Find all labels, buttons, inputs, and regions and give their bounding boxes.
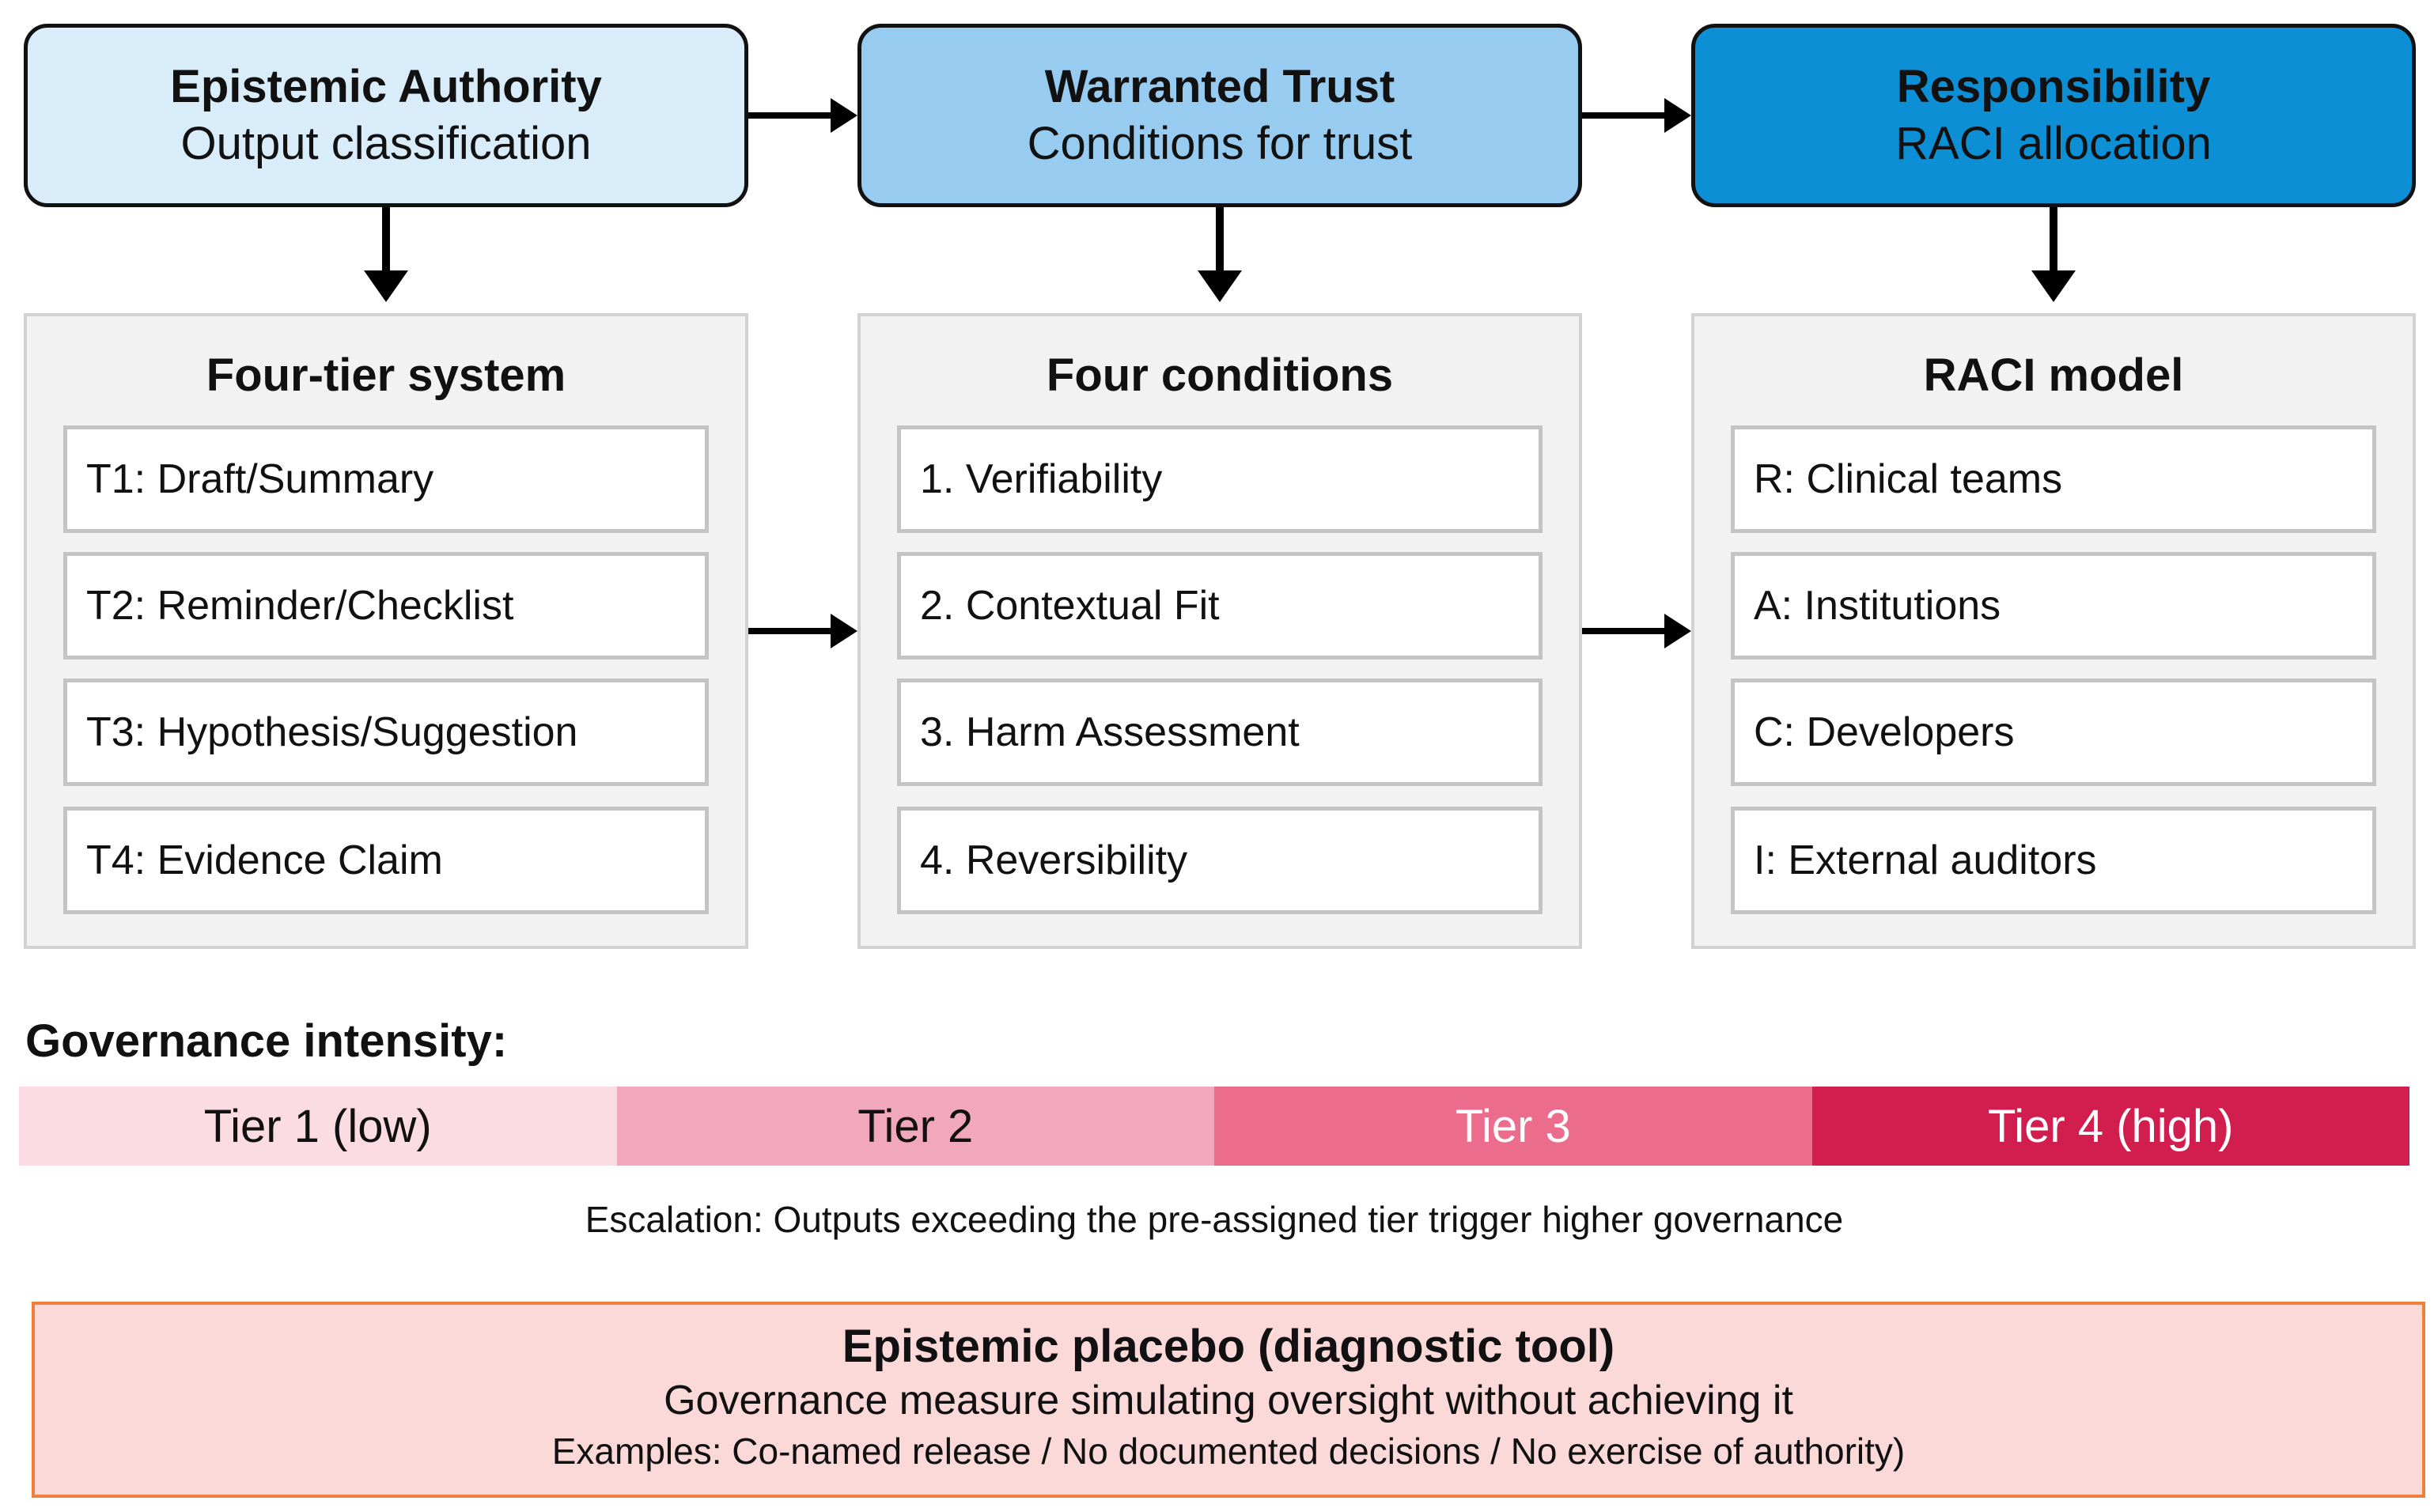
arrow-down	[1198, 207, 1242, 302]
panel-title: Four-tier system	[206, 350, 566, 401]
list-item: R: Clinical teams	[1731, 425, 2376, 533]
arrow-right	[748, 98, 857, 133]
tier-segment-4: Tier 4 (high)	[1811, 1087, 2409, 1166]
tier-segment-2: Tier 2	[616, 1087, 1214, 1166]
list-item: A: Institutions	[1731, 552, 2376, 660]
governance-intensity-label: Governance intensity:	[25, 1015, 508, 1067]
pillar-responsibility: Responsibility RACI allocation	[1691, 24, 2416, 207]
pillar-title: Epistemic Authority	[170, 61, 602, 112]
pillar-subtitle: Conditions for trust	[1027, 118, 1413, 169]
arrow-right	[748, 614, 857, 648]
placebo-title: Epistemic placebo (diagnostic tool)	[842, 1321, 1615, 1372]
pillar-epistemic-authority: Epistemic Authority Output classificatio…	[24, 24, 748, 207]
arrow-down	[2031, 207, 2076, 302]
list-item: T1: Draft/Summary	[63, 425, 709, 533]
pillar-subtitle: RACI allocation	[1895, 118, 2212, 169]
list-item: 3. Harm Assessment	[897, 679, 1543, 786]
tier-segment-1: Tier 1 (low)	[19, 1087, 617, 1166]
tier-scale: Tier 1 (low) Tier 2 Tier 3 Tier 4 (high)	[19, 1087, 2409, 1166]
panel-raci-model: RACI model R: Clinical teams A: Institut…	[1691, 313, 2416, 949]
list-item: 2. Contextual Fit	[897, 552, 1543, 660]
list-item: T2: Reminder/Checklist	[63, 552, 709, 660]
pillar-title: Warranted Trust	[1044, 61, 1395, 112]
pillar-title: Responsibility	[1896, 61, 2211, 112]
panel-title: RACI model	[1923, 350, 2184, 401]
list-item: 1. Verifiability	[897, 425, 1543, 533]
list-item: T3: Hypothesis/Suggestion	[63, 679, 709, 786]
list-item: 4. Reversibility	[897, 807, 1543, 914]
escalation-note: Escalation: Outputs exceeding the pre-as…	[585, 1199, 1844, 1240]
arrow-right	[1582, 98, 1691, 133]
panel-four-tier-system: Four-tier system T1: Draft/Summary T2: R…	[24, 313, 748, 949]
list-item: T4: Evidence Claim	[63, 807, 709, 914]
pillar-warranted-trust: Warranted Trust Conditions for trust	[857, 24, 1582, 207]
epistemic-placebo-box: Epistemic placebo (diagnostic tool) Gove…	[32, 1302, 2425, 1498]
pillar-subtitle: Output classification	[180, 118, 592, 169]
panel-four-conditions: Four conditions 1. Verifiability 2. Cont…	[857, 313, 1582, 949]
tier-segment-3: Tier 3	[1214, 1087, 1812, 1166]
arrow-right	[1582, 614, 1691, 648]
list-item: I: External auditors	[1731, 807, 2376, 914]
panel-title: Four conditions	[1046, 350, 1394, 401]
placebo-subtitle: Governance measure simulating oversight …	[664, 1378, 1793, 1423]
arrow-down	[364, 207, 408, 302]
list-item: C: Developers	[1731, 679, 2376, 786]
placebo-examples: Examples: Co-named release / No document…	[551, 1431, 1906, 1472]
